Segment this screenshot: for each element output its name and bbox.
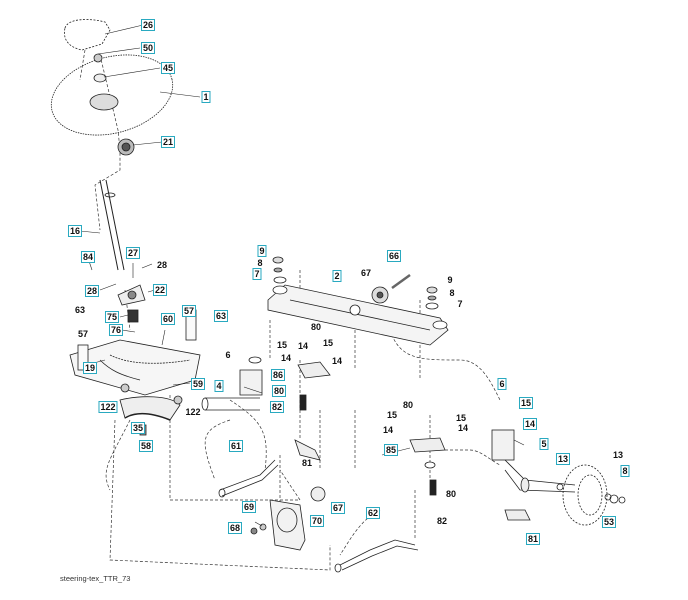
- callout-27[interactable]: 27: [125, 247, 141, 259]
- diagram-caption: steering-tex_TTR_73: [60, 574, 131, 583]
- callout-14-b[interactable]: 14: [297, 341, 309, 351]
- tie-rod-61: [219, 459, 279, 497]
- steering-shaft: [99, 179, 125, 271]
- callout-80-a[interactable]: 80: [310, 322, 322, 332]
- callout-28-b[interactable]: 28: [84, 285, 100, 297]
- callout-8-a[interactable]: 8: [257, 258, 263, 268]
- callout-26[interactable]: 26: [140, 19, 156, 31]
- callout-80-d[interactable]: 80: [445, 489, 457, 499]
- callout-leaders: [79, 24, 525, 527]
- callout-67-b[interactable]: 67: [330, 502, 346, 514]
- callout-6-a[interactable]: 6: [225, 350, 231, 360]
- callout-14-d[interactable]: 14: [382, 425, 394, 435]
- callout-19[interactable]: 19: [82, 362, 98, 374]
- callout-28-a[interactable]: 28: [156, 260, 168, 270]
- callout-50[interactable]: 50: [140, 42, 156, 54]
- callout-58[interactable]: 58: [138, 440, 154, 452]
- tie-rod-62: [339, 539, 419, 571]
- callout-81-a[interactable]: 81: [301, 458, 313, 468]
- callout-76[interactable]: 76: [108, 324, 124, 336]
- callout-14-a[interactable]: 14: [280, 353, 292, 363]
- callout-13-b[interactable]: 13: [612, 450, 624, 460]
- callout-9-a[interactable]: 9: [257, 245, 267, 257]
- callout-14-e[interactable]: 14: [457, 423, 469, 433]
- callout-15-c[interactable]: 15: [386, 410, 398, 420]
- callout-75[interactable]: 75: [104, 311, 120, 323]
- callout-14-c[interactable]: 14: [331, 356, 343, 366]
- callout-67-a[interactable]: 67: [360, 268, 372, 278]
- callout-7-a[interactable]: 7: [252, 268, 262, 280]
- front-axle: [267, 284, 449, 346]
- callout-86[interactable]: 86: [270, 369, 286, 381]
- callout-122-b[interactable]: 122: [185, 407, 201, 417]
- callout-15-d[interactable]: 15: [455, 413, 467, 423]
- callout-15-b[interactable]: 15: [322, 338, 334, 348]
- callout-70[interactable]: 70: [309, 515, 325, 527]
- callout-82-a[interactable]: 82: [269, 401, 285, 413]
- callout-81-b[interactable]: 81: [525, 533, 541, 545]
- callout-68[interactable]: 68: [227, 522, 243, 534]
- callout-13-a[interactable]: 13: [555, 453, 571, 465]
- callout-80-c[interactable]: 80: [402, 400, 414, 410]
- callout-22[interactable]: 22: [152, 284, 168, 296]
- callout-6-b[interactable]: 6: [497, 378, 507, 390]
- callout-122-a[interactable]: 122: [98, 401, 118, 413]
- callout-15-e[interactable]: 15: [518, 397, 534, 409]
- callout-60[interactable]: 60: [160, 313, 176, 325]
- callout-16[interactable]: 16: [67, 225, 83, 237]
- callout-45[interactable]: 45: [160, 62, 176, 74]
- callout-35[interactable]: 35: [130, 422, 146, 434]
- callout-59[interactable]: 59: [190, 378, 206, 390]
- callout-82-b[interactable]: 82: [436, 516, 448, 526]
- callout-14-f[interactable]: 14: [522, 418, 538, 430]
- callout-53[interactable]: 53: [601, 516, 617, 528]
- callout-21[interactable]: 21: [160, 136, 176, 148]
- callout-63-b[interactable]: 63: [213, 310, 229, 322]
- callout-4[interactable]: 4: [214, 380, 224, 392]
- callout-62[interactable]: 62: [365, 507, 381, 519]
- callout-8-c[interactable]: 8: [620, 465, 630, 477]
- callout-5[interactable]: 5: [539, 438, 549, 450]
- callout-84[interactable]: 84: [80, 251, 96, 263]
- callout-1[interactable]: 1: [201, 91, 211, 103]
- left-spindle: [239, 369, 263, 396]
- callout-63-a[interactable]: 63: [74, 305, 86, 315]
- callout-8-b[interactable]: 8: [449, 288, 455, 298]
- callout-61[interactable]: 61: [228, 440, 244, 452]
- dashboard-outline: [64, 19, 111, 51]
- callout-85[interactable]: 85: [383, 444, 399, 456]
- callout-69[interactable]: 69: [241, 501, 257, 513]
- front-wheel: [562, 464, 608, 526]
- callout-80-b[interactable]: 80: [271, 385, 287, 397]
- callout-7-b[interactable]: 7: [457, 299, 463, 309]
- callout-15-a[interactable]: 15: [276, 340, 288, 350]
- right-spindle: [491, 429, 515, 461]
- callout-66[interactable]: 66: [386, 250, 402, 262]
- callout-57-b[interactable]: 57: [181, 305, 197, 317]
- callout-2[interactable]: 2: [332, 270, 342, 282]
- steering-support-plate: [269, 499, 306, 551]
- callout-9-b[interactable]: 9: [447, 275, 453, 285]
- callout-57-a[interactable]: 57: [77, 329, 89, 339]
